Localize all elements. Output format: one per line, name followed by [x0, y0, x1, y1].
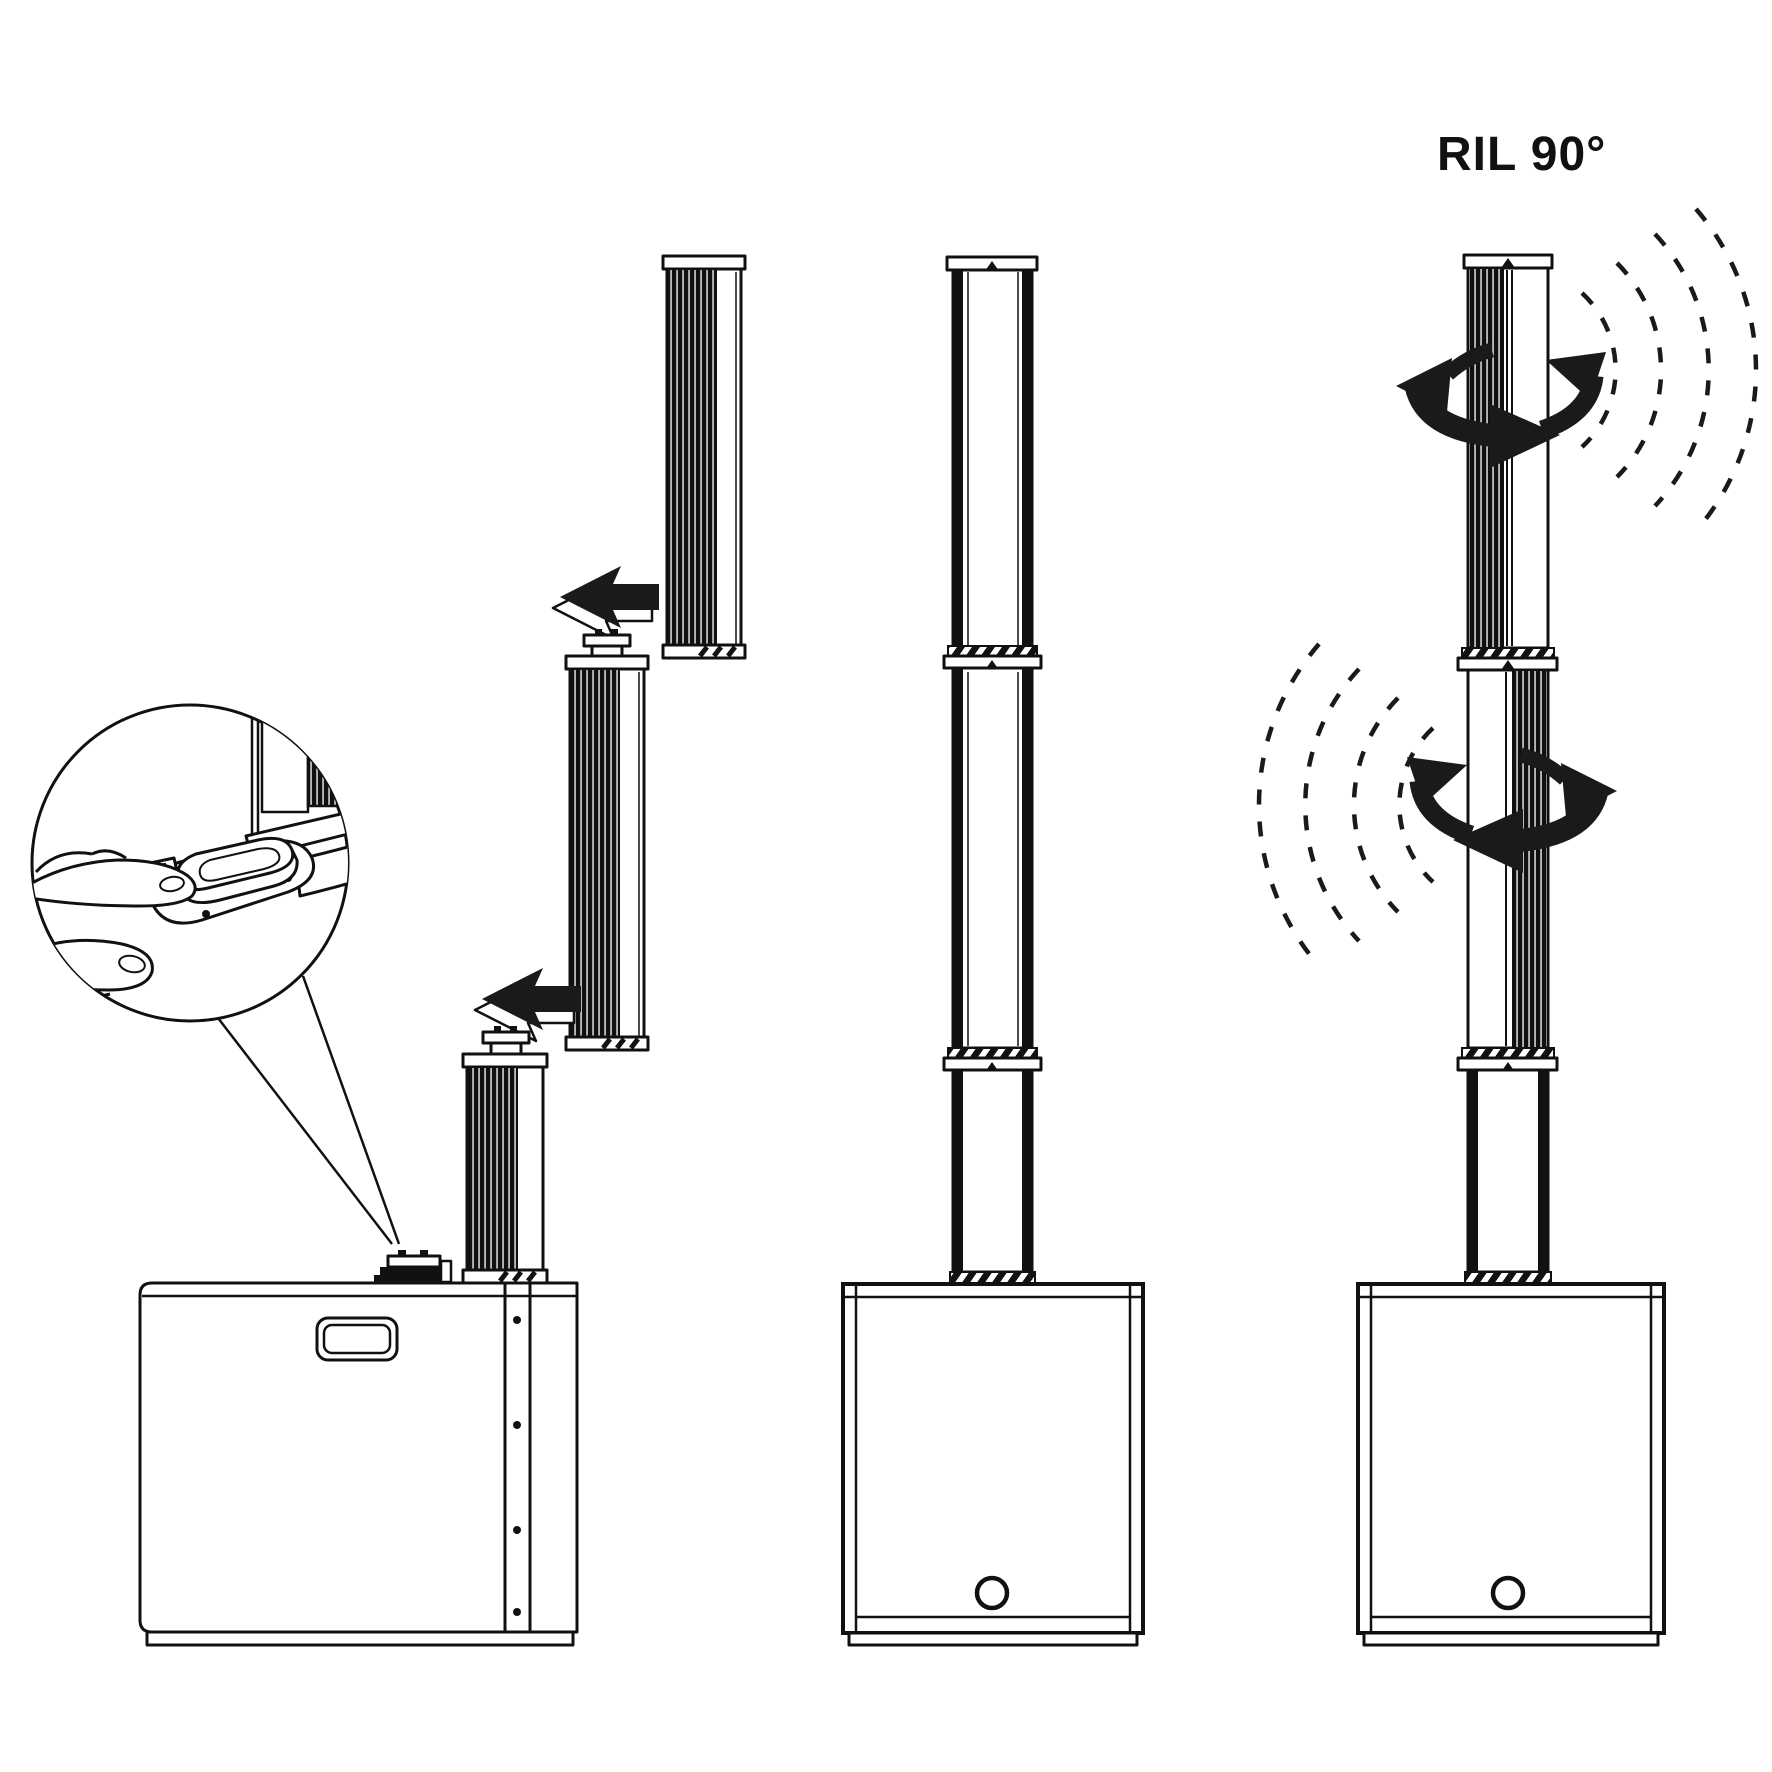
subwoofer-middle [841, 1282, 1145, 1647]
connector-plate [481, 1030, 531, 1045]
column-segment-middle [564, 629, 650, 1052]
column-segment [951, 666, 1034, 1050]
block-arrow-left-icon [551, 566, 659, 641]
corner-strip [503, 1281, 532, 1634]
connector-pin [494, 1026, 501, 1032]
latch-handle-inner [198, 847, 281, 882]
wave-arc [1694, 207, 1759, 533]
middle-assembled-unit [841, 255, 1145, 1647]
panel-frame-lines [843, 1284, 1143, 1633]
screw [513, 1526, 521, 1534]
wave-arc [1615, 261, 1664, 479]
knuckle-lines [34, 849, 127, 874]
column-side-panel [260, 705, 310, 814]
column-segment [1466, 1068, 1550, 1274]
subwoofer-base [847, 1631, 1139, 1647]
latch-detail-callout [30, 703, 350, 1023]
column-segment-bottom [461, 1026, 549, 1285]
panel-edge-line [967, 672, 1019, 1046]
screw [513, 1421, 521, 1429]
cap-hatch-marks [601, 1037, 640, 1050]
latch-base-dark [374, 1275, 440, 1283]
latch-pin [398, 1250, 406, 1257]
bass-port-circle [1490, 1575, 1526, 1611]
subwoofer-box [1356, 1282, 1666, 1635]
bass-port-circle [974, 1575, 1010, 1611]
curved-band [294, 840, 348, 898]
column-segment [951, 1068, 1034, 1274]
column-stack-side-view [942, 255, 1043, 1285]
speaker-grille [571, 670, 620, 1038]
column-corner-lines [250, 705, 260, 838]
arrow-solid [482, 968, 581, 1030]
screw [513, 1316, 521, 1324]
subwoofer-base [1362, 1631, 1660, 1647]
column-rail [1468, 1070, 1478, 1272]
subwoofer-right [1356, 1282, 1666, 1647]
column-rail [1022, 270, 1032, 648]
segment-top-cap [461, 1052, 549, 1069]
sound-wave-arcs-top [1580, 207, 1759, 533]
connector-pin [611, 629, 618, 635]
rotation-arrowhead [1546, 352, 1606, 400]
screw [202, 910, 210, 918]
fingernail [159, 875, 185, 893]
column-rail [953, 270, 963, 648]
cap-hatch-marks [698, 645, 737, 658]
top-latch-mount [374, 1250, 453, 1284]
index-finger [32, 858, 197, 908]
block-arrow-left-icon [473, 968, 581, 1043]
left-exploded-assembly [30, 254, 747, 1647]
speaker-grille [668, 270, 717, 647]
wave-arc [1653, 232, 1711, 508]
rotation-band [1442, 342, 1495, 380]
panel-frame-lines [1358, 1284, 1664, 1633]
latch-plate [386, 1254, 442, 1269]
subwoofer-side-face [528, 1281, 579, 1634]
speaker-grille [468, 1068, 518, 1269]
rotation-arrows-icon [1396, 342, 1606, 468]
latch-pin [420, 1250, 428, 1257]
column-segment-top [661, 254, 747, 660]
alignment-marker [1501, 660, 1515, 670]
screw [513, 1608, 521, 1616]
wave-arc [1351, 696, 1400, 914]
sound-wave-arcs-middle [1256, 642, 1435, 968]
palm-line [32, 992, 111, 1004]
column-rail [1022, 1070, 1032, 1272]
subwoofer-base [145, 1630, 575, 1647]
carry-handle-inner [322, 1323, 392, 1355]
segment-top-cap [564, 654, 650, 671]
column-segment [951, 268, 1034, 650]
arrow-solid [560, 566, 659, 628]
wave-arc [1256, 642, 1321, 968]
panel-edge-line [967, 272, 1019, 646]
subwoofer-left [138, 1250, 579, 1647]
alignment-marker [1501, 258, 1515, 268]
thumb [32, 938, 154, 992]
latch-base-dark [380, 1267, 440, 1275]
latch-side-tab [439, 1259, 453, 1284]
rotation-arrowhead [1396, 358, 1452, 412]
column-rail [953, 668, 963, 1048]
column-rail [1538, 1070, 1548, 1272]
wave-arc [1303, 667, 1361, 943]
rotation-caption: RIL 90° [1437, 128, 1606, 181]
detail-pointer-lines [217, 975, 401, 1245]
connector-pin [510, 1026, 517, 1032]
right-rotated-unit: RIL 90° [1256, 128, 1759, 1647]
segment-top-cap [661, 254, 747, 271]
connector-pin [595, 629, 602, 635]
column-rail [1022, 668, 1032, 1048]
thumbnail [118, 954, 146, 974]
column-rail [953, 1070, 963, 1272]
cap-hatch-marks [498, 1270, 537, 1283]
subwoofer-box [841, 1282, 1145, 1635]
rotation-arrowhead [1490, 404, 1560, 468]
connector-plate [582, 633, 632, 648]
